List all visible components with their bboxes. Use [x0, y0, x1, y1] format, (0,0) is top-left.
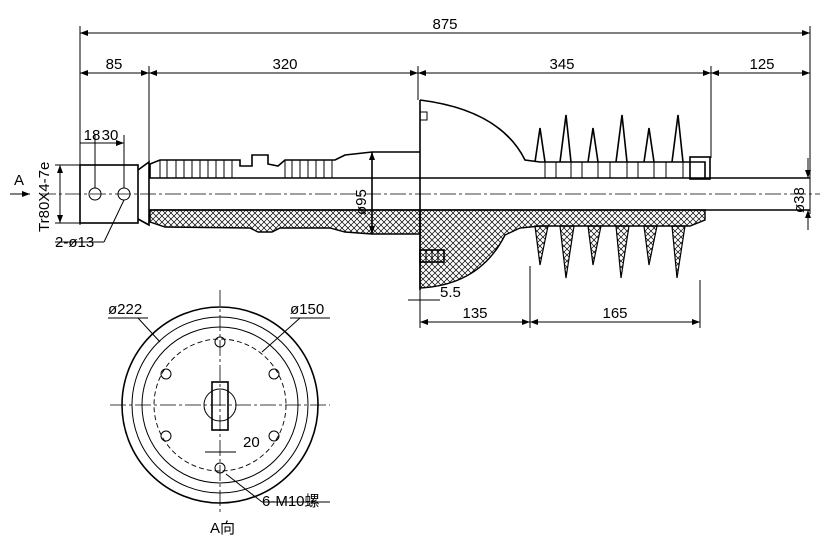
dim-345-label: 345	[549, 56, 574, 73]
dim-20-label: 20	[243, 434, 260, 451]
dim-125-label: 125	[749, 56, 774, 73]
dim-18-label: 18	[84, 127, 101, 144]
dim-135-label: 135	[462, 305, 487, 322]
bolt-holes	[160, 336, 280, 474]
dia-150-label: ø150	[290, 301, 324, 318]
hole-label: 2-ø13	[55, 234, 94, 251]
view-arrow-letter: A	[14, 172, 24, 189]
dim-row-segments: 85 320 345 125	[80, 56, 810, 165]
view-a-label: A向	[210, 520, 235, 537]
dim-30-label: 30	[102, 127, 119, 144]
insulator-body	[40, 99, 820, 290]
lower-sheds	[534, 225, 686, 279]
dia-222-label: ø222	[108, 301, 142, 318]
left-sheds	[159, 160, 333, 178]
dim-320-label: 320	[272, 56, 297, 73]
view-a: ø222 ø150 20 6-M10螺 A向	[108, 290, 330, 537]
view-arrow-a: A	[10, 172, 30, 197]
dim-bottom: 5.5 135 165	[408, 266, 701, 328]
upper-sheds	[534, 114, 684, 178]
dia-38-label: ø38	[791, 187, 808, 213]
thread-label: Tr80X4-7e	[36, 162, 53, 232]
dim-85-label: 85	[106, 56, 123, 73]
dim-875-label: 875	[432, 16, 457, 33]
dim-diameters: ø95 ø38	[353, 152, 811, 234]
dim-fitting: 18 30 Tr80X4-7e 2-ø13	[36, 127, 125, 251]
dim-165-label: 165	[602, 305, 627, 322]
dim-5-5-label: 5.5	[440, 284, 461, 301]
dia-95-label: ø95	[353, 189, 370, 215]
bolt-label: 6-M10螺	[262, 493, 320, 510]
